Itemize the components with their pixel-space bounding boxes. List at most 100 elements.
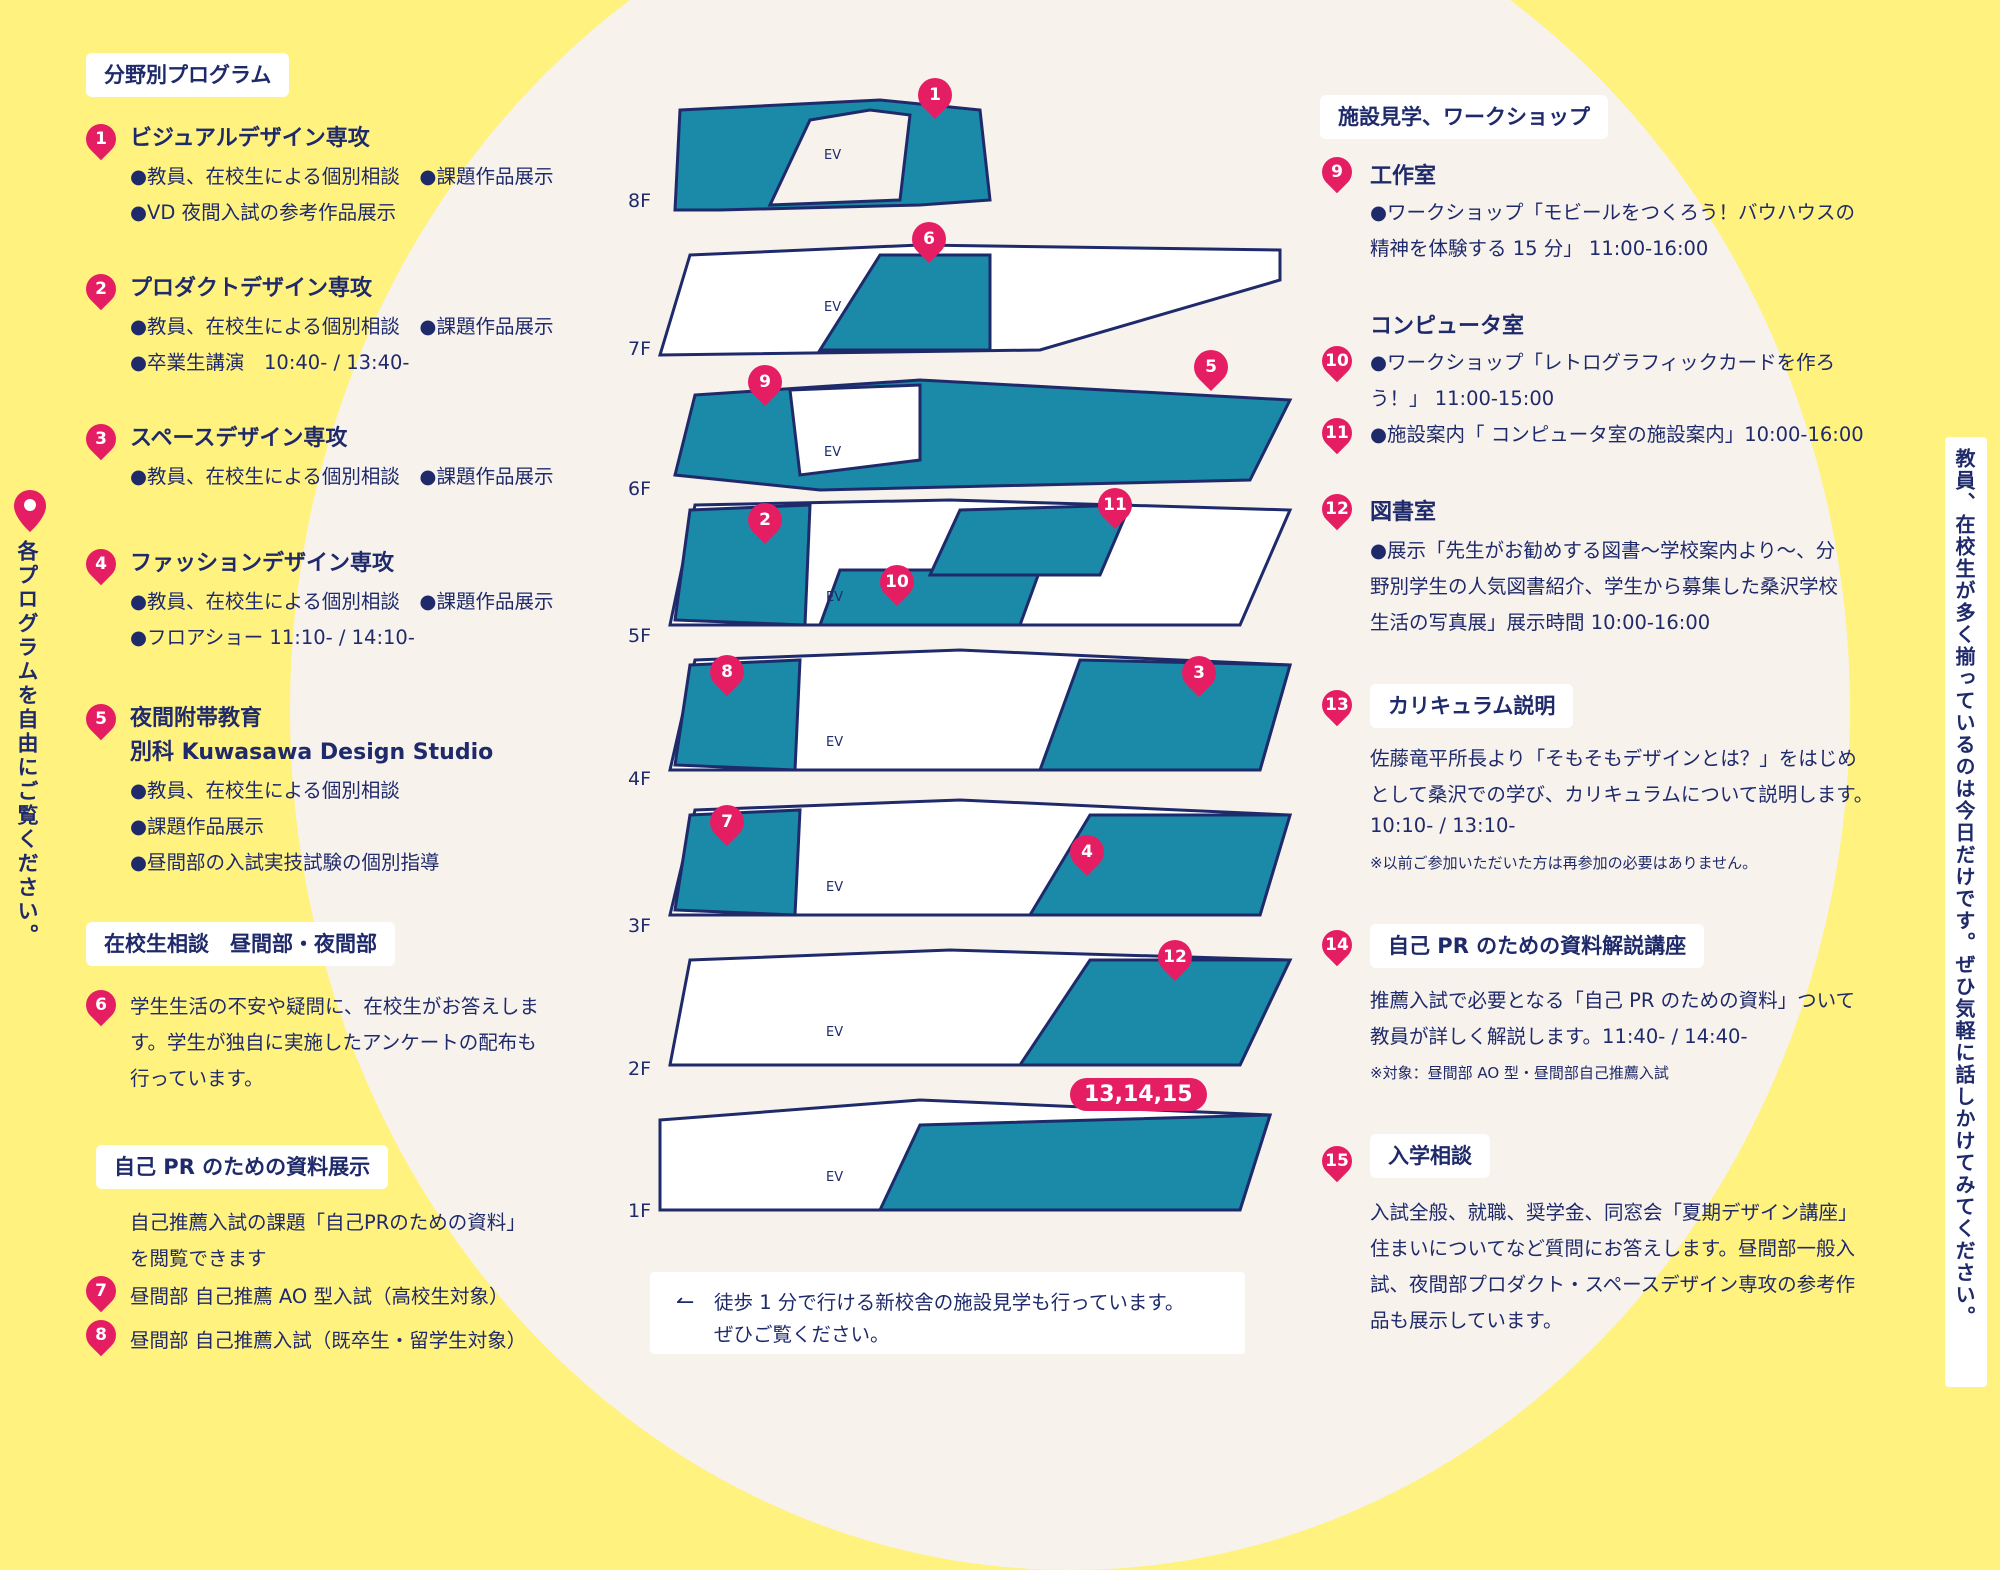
item-10-line-2: う！」 11:00-15:00 bbox=[1370, 387, 1555, 410]
admission-line-2: 住まいについてなど質問にお答えします。昼間部一般入 bbox=[1370, 1237, 1855, 1260]
item-9-title: 工作室 bbox=[1370, 164, 1437, 189]
map-pin: 9 bbox=[740, 357, 790, 407]
item-9-line-1: ●ワークショップ「モビールをつくろう！バウハウスの bbox=[1370, 201, 1856, 224]
item-12-line-3: 生活の写真展」展示時間 10:00-16:00 bbox=[1370, 611, 1711, 634]
program-title: ファッションデザイン専攻 bbox=[130, 551, 395, 576]
pr-item-7: 昼間部 自己推薦 AO 型入試（高校生対象） bbox=[130, 1285, 509, 1308]
curriculum-line-1: 佐藤竜平所長より「そもそもデザインとは？」をはじめ bbox=[1370, 747, 1857, 770]
computer-room-title: コンピュータ室 bbox=[1370, 314, 1525, 339]
program-title: ビジュアルデザイン専攻 bbox=[130, 126, 370, 151]
floor-label: 6F bbox=[628, 478, 652, 500]
map-pin: 5 bbox=[1186, 342, 1236, 392]
location-pin-icon bbox=[14, 490, 46, 536]
item-12-line-1: ●展示「先生がお勧めする図書〜学校案内より〜、分 bbox=[1370, 539, 1836, 562]
floor-label: 7F bbox=[628, 338, 652, 360]
map-pin: 7 bbox=[702, 797, 752, 847]
pin-9: 9 bbox=[1315, 150, 1359, 194]
ev-label: EV bbox=[826, 1025, 844, 1040]
program-line: ●昼間部の入試実技試験の個別指導 bbox=[130, 851, 440, 874]
pin-10: 10 bbox=[1315, 339, 1359, 383]
program-line: ●教員、在校生による個別相談 bbox=[130, 779, 400, 802]
arrow-left-icon: ↼ bbox=[676, 1290, 695, 1315]
pr-lecture-title: 自己 PR のための資料解説講座 bbox=[1370, 924, 1705, 968]
program-line: ●教員、在校生による個別相談 ●課題作品展示 bbox=[130, 590, 554, 613]
ev-label: EV bbox=[824, 148, 842, 163]
pin-6: 6 bbox=[79, 983, 123, 1027]
section-title-pr: 自己 PR のための資料展示 bbox=[96, 1145, 389, 1189]
admission-title: 入学相談 bbox=[1370, 1134, 1490, 1178]
item-12-title: 図書室 bbox=[1370, 500, 1437, 525]
pin-4: 4 bbox=[79, 542, 123, 586]
floor-label: 4F bbox=[628, 768, 652, 790]
side-note: 各プログラムを自由にご覧ください。 bbox=[15, 540, 39, 948]
map-pin: 11 bbox=[1090, 480, 1140, 530]
curriculum-line-2: として桑沢での学び、カリキュラムについて説明します。 bbox=[1370, 783, 1874, 806]
program-title: プロダクトデザイン専攻 bbox=[130, 276, 373, 301]
item-10-line-1: ●ワークショップ「レトログラフィックカードを作ろ bbox=[1370, 351, 1836, 374]
program-line: ●教員、在校生による個別相談 ●課題作品展示 bbox=[130, 315, 554, 338]
pin-1: 1 bbox=[79, 117, 123, 161]
pin-8: 8 bbox=[79, 1313, 123, 1357]
pin-5: 5 bbox=[79, 697, 123, 741]
map-pin-label: 13,14,15 bbox=[1070, 1078, 1207, 1111]
pr-line-2: を閲覧できます bbox=[130, 1247, 267, 1270]
program-line: ●教員、在校生による個別相談 ●課題作品展示 bbox=[130, 165, 554, 188]
ev-label: EV bbox=[826, 1170, 844, 1185]
map-pin: 10 bbox=[872, 557, 922, 607]
pin-13: 13 bbox=[1315, 683, 1359, 727]
program-line: ●卒業生講演 10:40- / 13:40- bbox=[130, 351, 410, 374]
consult-line-2: す。学生が独自に実施したアンケートの配布も bbox=[130, 1031, 537, 1054]
floor-label: 2F bbox=[628, 1058, 652, 1080]
admission-line-4: 品も展示しています。 bbox=[1370, 1309, 1563, 1332]
item-11-line-1: ●施設案内「 コンピュータ室の施設案内」10:00-16:00 bbox=[1370, 423, 1864, 446]
section-title-facilities: 施設見学、ワークショップ bbox=[1320, 95, 1608, 139]
program-line: ●教員、在校生による個別相談 ●課題作品展示 bbox=[130, 465, 554, 488]
pr-lecture-line-1: 推薦入試で必要となる「自己 PR のための資料」ついて bbox=[1370, 989, 1856, 1012]
ev-label: EV bbox=[826, 590, 844, 605]
curriculum-line-3: 10:10- / 13:10- bbox=[1370, 814, 1516, 837]
ev-label: EV bbox=[824, 445, 842, 460]
program-line: ●課題作品展示 bbox=[130, 815, 265, 838]
admission-line-3: 試、夜間部プロダクト・スペースデザイン専攻の参考作 bbox=[1370, 1273, 1856, 1296]
pin-11: 11 bbox=[1315, 411, 1359, 455]
pr-lecture-note: ※対象：昼間部 AO 型・昼間部自己推薦入試 bbox=[1370, 1064, 1669, 1082]
admission-line-1: 入試全般、就職、奨学金、同窓会「夏期デザイン講座」 bbox=[1370, 1201, 1858, 1224]
consult-line-1: 学生生活の不安や疑問に、在校生がお答えしま bbox=[130, 995, 539, 1018]
pin-15: 15 bbox=[1315, 1139, 1359, 1183]
pin-2: 2 bbox=[79, 267, 123, 311]
section-title-consult: 在校生相談 昼間部・夜間部 bbox=[86, 922, 395, 966]
item-12-line-2: 野別学生の人気図書紹介、学生から募集した桑沢学校 bbox=[1370, 575, 1839, 598]
map-pin: 4 bbox=[1062, 827, 1112, 877]
curriculum-note: ※以前ご参加いただいた方は再参加の必要はありません。 bbox=[1370, 854, 1758, 872]
pin-12: 12 bbox=[1315, 487, 1359, 531]
pin-7: 7 bbox=[79, 1269, 123, 1313]
floor-map bbox=[657, 98, 1293, 1212]
section-title-programs: 分野別プログラム bbox=[86, 53, 290, 97]
map-pin: 3 bbox=[1174, 648, 1224, 698]
consult-line-3: 行っています。 bbox=[130, 1067, 264, 1090]
right-note-box bbox=[1945, 437, 1987, 1387]
pr-item-8: 昼間部 自己推薦入試（既卒生・留学生対象） bbox=[130, 1329, 527, 1352]
map-pin: 1 bbox=[910, 70, 960, 120]
ev-label: EV bbox=[826, 880, 844, 895]
program-title: 夜間附帯教育 bbox=[130, 706, 263, 731]
program-title: スペースデザイン専攻 bbox=[130, 426, 348, 451]
floor-label: 1F bbox=[628, 1200, 652, 1222]
floor-label: 8F bbox=[628, 190, 652, 212]
map-pin: 12 bbox=[1150, 932, 1200, 982]
program-line: ●フロアショー 11:10- / 14:10- bbox=[130, 626, 415, 649]
curriculum-title: カリキュラム説明 bbox=[1370, 684, 1574, 728]
map-pin: 8 bbox=[702, 647, 752, 697]
pr-lecture-line-2: 教員が詳しく解説します。11:40- / 14:40- bbox=[1370, 1025, 1748, 1048]
floor-label: 5F bbox=[628, 625, 652, 647]
map-pin: 2 bbox=[740, 495, 790, 545]
right-note: 教員、在校生が多く揃っているのは今日だけです。ぜひ気軽に話しかけてみてください。 bbox=[1952, 448, 1976, 1328]
map-pin: 6 bbox=[904, 214, 954, 264]
pin-14: 14 bbox=[1315, 923, 1359, 967]
walk-note-box bbox=[650, 1272, 1245, 1354]
walk-note-line-1: 徒歩 1 分で行ける新校舎の施設見学も行っています。 bbox=[714, 1291, 1185, 1314]
pr-line-1: 自己推薦入試の課題「自己PRのための資料」 bbox=[130, 1211, 526, 1234]
ev-label: EV bbox=[826, 735, 844, 750]
program-line: ●VD 夜間入試の参考作品展示 bbox=[130, 201, 397, 224]
walk-note-line-2: ぜひご覧ください。 bbox=[714, 1323, 890, 1346]
